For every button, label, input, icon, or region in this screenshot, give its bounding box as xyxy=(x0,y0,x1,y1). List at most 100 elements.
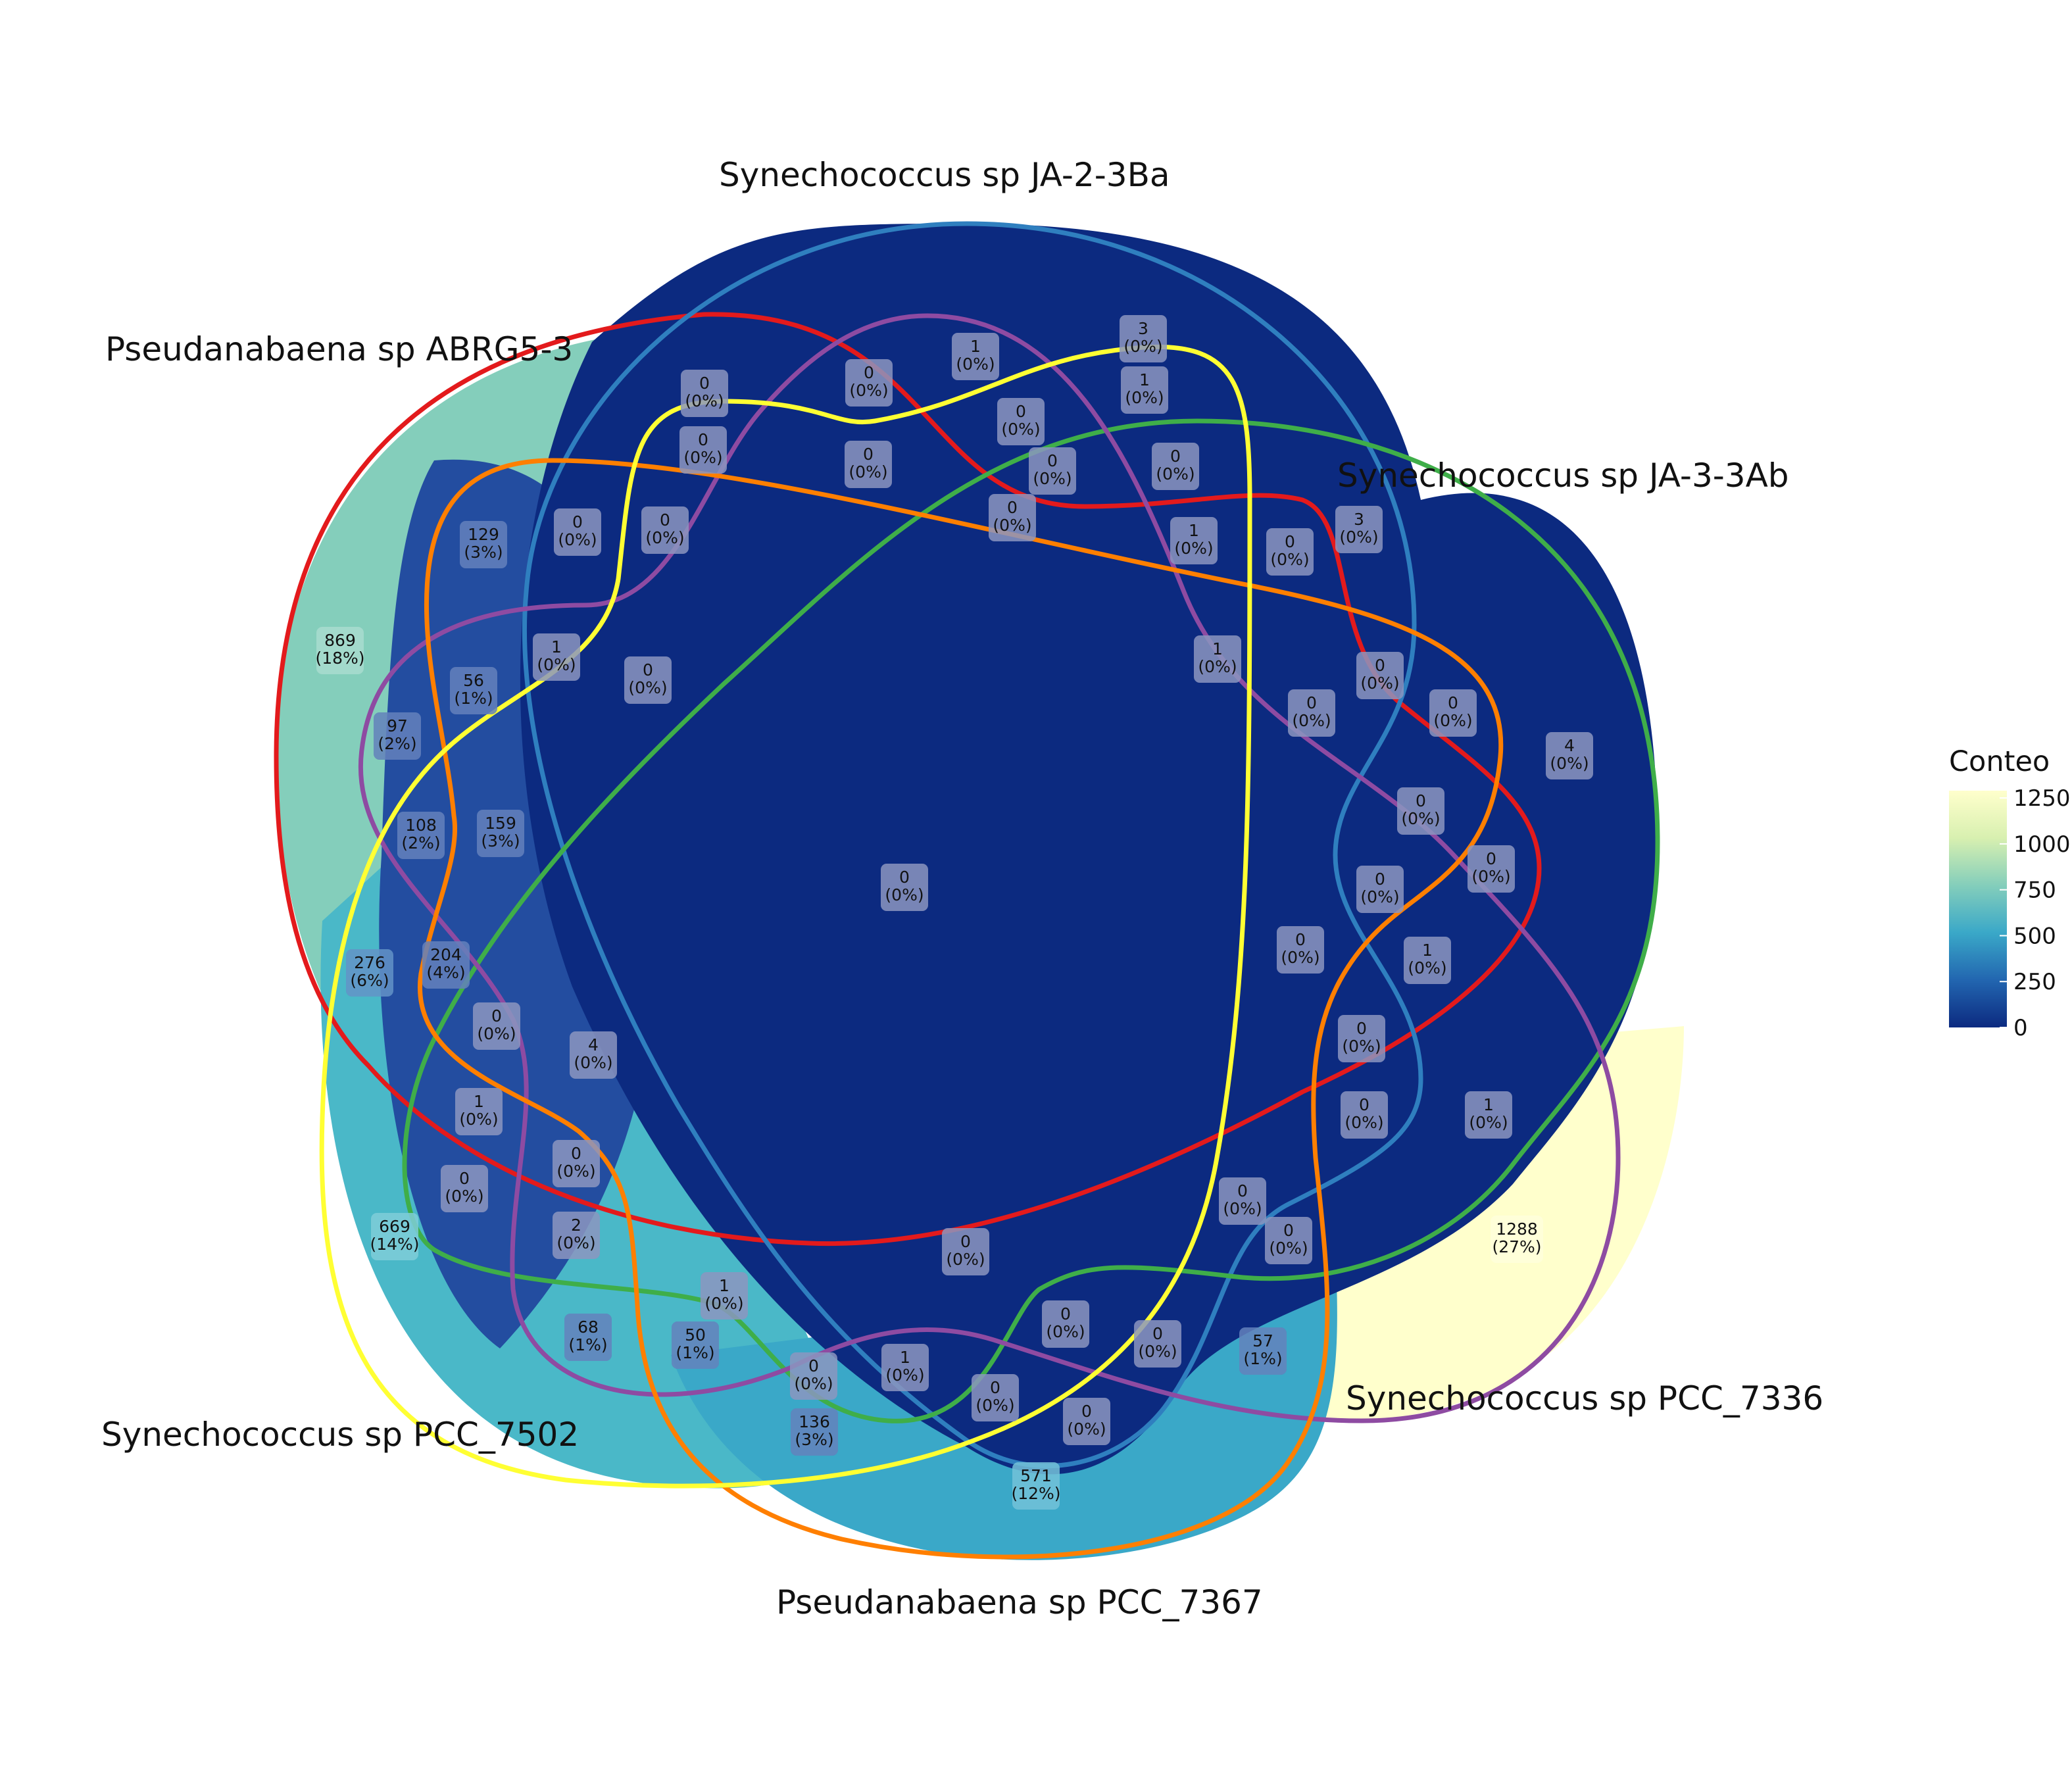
region-label-highlight xyxy=(553,1212,600,1259)
region-label-box xyxy=(316,627,364,674)
region-label-highlight xyxy=(1546,732,1593,779)
region-label-box xyxy=(681,370,728,417)
region-label-box xyxy=(624,656,672,704)
outline-pseud-7367 xyxy=(417,458,1504,1560)
region-percent: (0%) xyxy=(1471,867,1510,886)
region-label-box xyxy=(790,1352,837,1400)
region-percent: (0%) xyxy=(1342,1037,1381,1056)
region-percent: (0%) xyxy=(849,462,887,481)
region-label-box xyxy=(679,426,727,474)
region-label: 68(1%) xyxy=(564,1314,612,1361)
region-label-highlight xyxy=(1239,1327,1287,1375)
region-percent: (0%) xyxy=(1033,469,1072,488)
region-percent: (0%) xyxy=(975,1396,1014,1415)
region-label: 0(0%) xyxy=(1356,652,1404,699)
region-label-highlight xyxy=(1397,787,1444,835)
region-label: 1(0%) xyxy=(881,1344,929,1391)
region-label-box xyxy=(1546,732,1593,779)
region-label-box xyxy=(422,941,470,989)
outline-syn-ja2 xyxy=(522,221,1423,1469)
region-label-box xyxy=(1170,517,1218,564)
region-count: 869 xyxy=(324,631,356,650)
region-label: 1(0%) xyxy=(1465,1091,1512,1139)
region-count: 0 xyxy=(899,868,910,887)
region-percent: (0%) xyxy=(685,391,724,410)
region-label-box xyxy=(1429,689,1477,737)
region-count: 0 xyxy=(1295,930,1306,949)
region-label-box xyxy=(1029,447,1076,495)
region-count: 0 xyxy=(660,510,670,530)
region-label-box xyxy=(570,1031,617,1079)
region-label-box xyxy=(881,1344,929,1391)
region-label-highlight xyxy=(374,712,421,760)
region-label-box xyxy=(952,333,999,380)
region-label: 1(0%) xyxy=(1194,635,1241,683)
region-percent: (0%) xyxy=(628,678,667,697)
region-label-box xyxy=(553,1212,600,1259)
region-percent: (0%) xyxy=(1174,539,1213,558)
region-label-box xyxy=(1338,1015,1385,1062)
region-count: 0 xyxy=(1416,791,1426,810)
region-count: 2 xyxy=(571,1216,581,1235)
region-count: 1 xyxy=(474,1092,484,1111)
region-percent: (0%) xyxy=(1408,958,1446,977)
region-label: 1(0%) xyxy=(1404,937,1451,984)
region-count: 0 xyxy=(1375,870,1385,889)
region-count: 0 xyxy=(990,1378,1000,1397)
region-label-box xyxy=(1266,528,1314,576)
region-count: 0 xyxy=(864,363,874,382)
region-label-box xyxy=(1341,1091,1388,1139)
region-percent: (0%) xyxy=(1360,887,1399,906)
region-label: 0(0%) xyxy=(997,398,1045,445)
region-percent: (1%) xyxy=(568,1335,607,1354)
set-label-pseud-7367: Pseudanabaena sp PCC_7367 xyxy=(776,1583,1263,1621)
outline-pseud-abrg xyxy=(274,312,1542,1246)
region-label-box xyxy=(1491,1216,1543,1263)
legend-tick-label: 250 xyxy=(2013,969,2056,995)
region-count: 0 xyxy=(491,1006,502,1025)
region-label-box xyxy=(1288,689,1335,737)
region-count: 1 xyxy=(970,337,981,356)
set-label-syn-ja2: Synechococcus sp JA-2-3Ba xyxy=(719,156,1170,194)
region-percent: (0%) xyxy=(946,1250,985,1269)
region-count: 669 xyxy=(379,1217,410,1236)
region-percent: (0%) xyxy=(1401,809,1440,828)
region-label-highlight xyxy=(1341,1091,1388,1139)
region-label-highlight xyxy=(460,521,507,568)
region-percent: (1%) xyxy=(676,1343,714,1362)
region-label-highlight xyxy=(1029,447,1076,495)
region-label-box xyxy=(791,1408,838,1456)
region-percent: (2%) xyxy=(378,734,416,753)
region-label-box xyxy=(1277,926,1324,974)
region-label-box xyxy=(997,398,1045,445)
region-label: 4(0%) xyxy=(1546,732,1593,779)
region-label-highlight xyxy=(679,426,727,474)
region-count: 97 xyxy=(387,716,408,735)
region-label: 0(0%) xyxy=(1266,528,1314,576)
region-label: 0(0%) xyxy=(553,1140,600,1187)
region-label-highlight xyxy=(477,810,524,857)
set-label-pseud-abrg: Pseudanabaena sp ABRG5-3 xyxy=(105,330,573,368)
region-label-highlight xyxy=(790,1352,837,1400)
region-label: 0(0%) xyxy=(1468,845,1515,893)
region-label: 669(14%) xyxy=(370,1213,420,1260)
region-count: 0 xyxy=(1007,498,1018,517)
region-percent: (0%) xyxy=(1360,674,1399,693)
region-label-highlight xyxy=(1335,506,1383,553)
region-label-box xyxy=(371,1213,418,1260)
region-percent: (14%) xyxy=(370,1235,419,1254)
region-percent: (0%) xyxy=(1281,948,1320,967)
region-label-highlight xyxy=(672,1321,719,1369)
region-label: 0(0%) xyxy=(1338,1015,1385,1062)
region-count: 0 xyxy=(572,512,583,531)
region-label: 2(0%) xyxy=(553,1212,600,1259)
region-percent: (27%) xyxy=(1492,1237,1541,1256)
region-label: 1(0%) xyxy=(1170,517,1218,564)
region-label-box xyxy=(845,359,893,407)
region-label: 1288(27%) xyxy=(1491,1216,1543,1263)
region-percent: (2%) xyxy=(401,833,440,852)
region-label-box xyxy=(346,949,393,997)
region-label-box xyxy=(972,1374,1019,1421)
region-label: 204(4%) xyxy=(422,941,470,989)
